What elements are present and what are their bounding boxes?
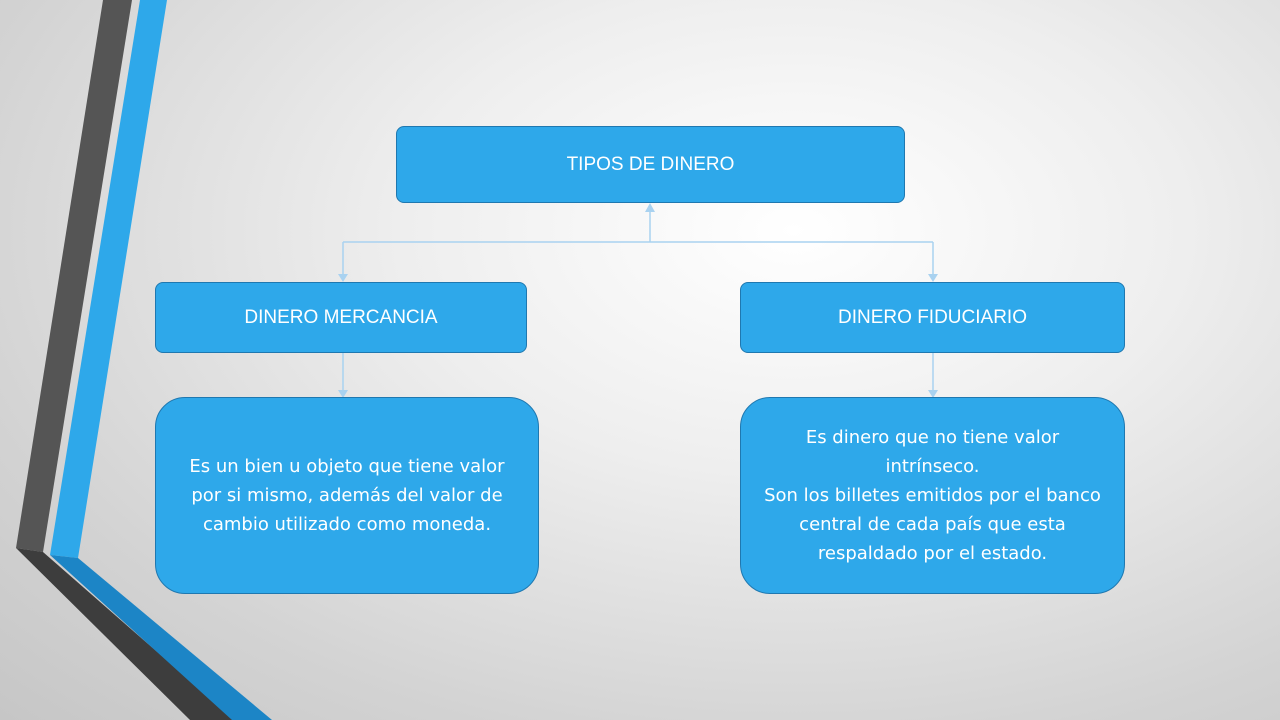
branch-node-fiduciario-label: DINERO FIDUCIARIO xyxy=(838,306,1027,328)
description-fiduciario-text: Es dinero que no tiene valor intrínseco.… xyxy=(764,427,1101,564)
left-arrowhead xyxy=(338,274,348,282)
blue-stripe-lower xyxy=(50,555,272,720)
description-mercancia-text: Es un bien u objeto que tiene valor por … xyxy=(189,456,505,535)
root-node-label: TIPOS DE DINERO xyxy=(566,153,735,175)
branch-node-mercancia: DINERO MERCANCIA xyxy=(155,282,527,353)
dark-stripe-lower xyxy=(16,548,235,720)
root-arrowhead xyxy=(645,203,655,212)
branch-node-fiduciario: DINERO FIDUCIARIO xyxy=(740,282,1125,353)
left-desc-arrowhead xyxy=(338,390,348,398)
branch-node-mercancia-label: DINERO MERCANCIA xyxy=(244,306,438,328)
dark-stripe-upper xyxy=(16,0,132,552)
right-desc-arrowhead xyxy=(928,390,938,398)
blue-stripe-upper xyxy=(50,0,167,558)
description-fiduciario: Es dinero que no tiene valor intrínseco.… xyxy=(740,397,1125,594)
root-node: TIPOS DE DINERO xyxy=(396,126,905,203)
right-arrowhead xyxy=(928,274,938,282)
description-mercancia: Es un bien u objeto que tiene valor por … xyxy=(155,397,539,594)
